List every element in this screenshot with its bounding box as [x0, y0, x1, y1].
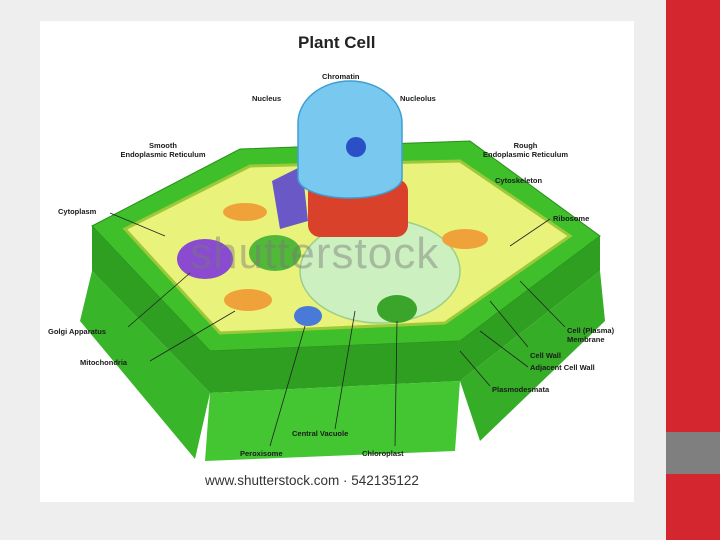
leader-cytoplasm	[109, 212, 166, 237]
adjacent-cell-wall-right	[460, 271, 605, 441]
label-chromatin: Chromatin	[322, 72, 360, 81]
label-cytoplasm: Cytoplasm	[58, 207, 97, 216]
label-nucleus: Nucleus	[252, 94, 282, 103]
leader-peroxisome	[269, 325, 306, 447]
nucleolus-shape	[346, 137, 366, 157]
label-cytoskeleton: Cytoskeleton	[495, 176, 543, 185]
label-cell-membrane: Cell (Plasma) Membrane	[567, 326, 614, 344]
label-cell-wall: Cell Wall	[530, 351, 561, 360]
label-cell-membrane-line1: Cell (Plasma)	[567, 326, 615, 335]
label-smooth-er-line1: Smooth	[149, 141, 177, 150]
diagram-title: Plant Cell	[298, 33, 376, 52]
slide-accent-block	[666, 432, 720, 474]
mitochondrion-1	[223, 203, 267, 221]
leader-chloroplast	[394, 320, 398, 447]
image-credit: www.shutterstock.com · 542135122	[205, 473, 419, 488]
leader-membrane	[519, 280, 566, 328]
label-smooth-er-line2: Endoplasmic Reticulum	[120, 150, 206, 159]
leader-ribosome	[509, 218, 551, 247]
label-nucleolus: Nucleolus	[400, 94, 436, 103]
leader-mitochondria	[149, 310, 236, 362]
label-cell-membrane-line2: Membrane	[567, 335, 605, 344]
golgi-shape	[177, 239, 233, 279]
label-ribosome: Ribosome	[553, 214, 590, 223]
plant-cell-illustration	[80, 80, 605, 461]
cell-wall-side	[92, 226, 600, 393]
label-golgi: Golgi Apparatus	[48, 327, 107, 336]
peroxisome-shape	[294, 306, 322, 326]
leader-cell-wall	[489, 300, 529, 348]
label-chloroplast: Chloroplast	[362, 449, 404, 458]
adjacent-cell-wall-left	[80, 271, 210, 459]
leader-adjacent-wall	[479, 330, 529, 368]
leader-vacuole	[334, 310, 356, 430]
chloroplast-2	[249, 235, 301, 271]
leader-plasmodesmata	[459, 350, 491, 387]
label-smooth-er: Smooth Endoplasmic Reticulum	[108, 141, 218, 159]
label-central-vacuole: Central Vacuole	[292, 429, 349, 438]
adjacent-cell-wall-bottom	[205, 381, 460, 461]
label-rough-er: Rough Endoplasmic Reticulum	[468, 141, 583, 159]
label-mitochondria: Mitochondria	[80, 358, 128, 367]
label-plasmodesmata: Plasmodesmata	[492, 385, 550, 394]
label-rough-er-line1: Rough	[513, 141, 538, 150]
chloroplast-1	[377, 295, 417, 323]
leader-golgi	[127, 272, 191, 328]
label-peroxisome: Peroxisome	[240, 449, 283, 458]
label-adjacent-cell-wall: Adjacent Cell Wall	[530, 363, 595, 372]
mitochondrion-2	[224, 289, 272, 311]
mitochondrion-3	[442, 229, 488, 249]
plant-cell-image: Plant Cell	[40, 21, 634, 502]
label-rough-er-line2: Endoplasmic Reticulum	[482, 150, 569, 159]
